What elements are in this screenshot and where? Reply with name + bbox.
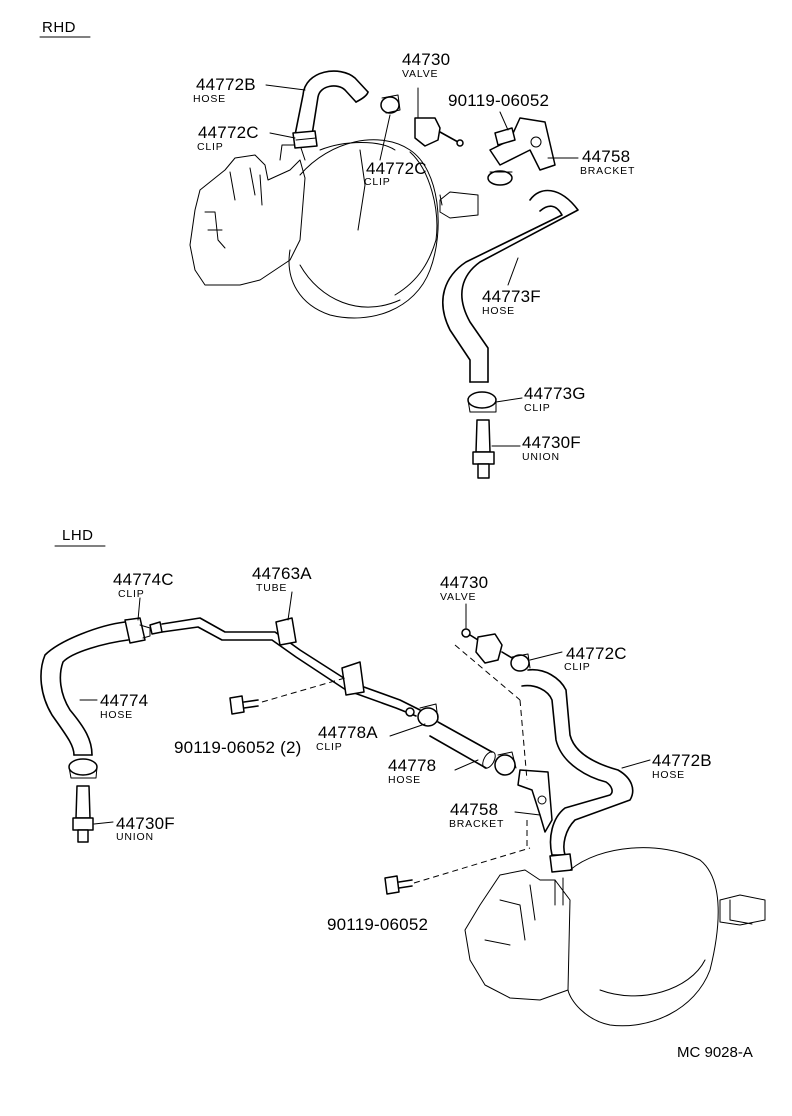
lhd-leader-lines: [79, 591, 651, 825]
lhd-valve-44730: [461, 628, 513, 664]
lhd-part-number-44778: 44778: [388, 756, 437, 775]
rhd-leader-lines: [265, 84, 579, 447]
lhd-part-name-44774: HOSE: [100, 709, 133, 721]
lhd-part-number-44758: 44758: [450, 800, 499, 819]
rhd-part-name-44758: BRACKET: [580, 165, 636, 177]
lhd-hose-44778: [429, 721, 496, 769]
rhd-part-number-44730: 44730: [402, 50, 451, 69]
lhd-bolt-upper: [229, 695, 259, 715]
lhd-hose-44772b: [521, 668, 634, 856]
rhd-part-number-44773g: 44773G: [524, 384, 586, 403]
rhd-part-name-44772c-lower: CLIP: [197, 141, 224, 153]
lhd-tube-44763a: [149, 617, 421, 717]
lhd-part-number-44772c: 44772C: [566, 644, 627, 663]
rhd-brake-booster-illustration: [189, 139, 479, 319]
lhd-part-number-44730: 44730: [440, 573, 489, 592]
rhd-part-name-44730: VALVE: [402, 68, 439, 80]
lhd-part-number-90119-06052-x2: 90119-06052 (2): [174, 739, 301, 756]
lhd-part-name-44778a: CLIP: [316, 741, 343, 753]
rhd-part-number-44758: 44758: [582, 147, 631, 166]
rhd-part-number-44730f: 44730F: [522, 433, 581, 452]
rhd-part-name-44730f: UNION: [522, 451, 560, 463]
rhd-clip-44772c-upper: [380, 94, 401, 114]
bolt-part-number: 90119-06052: [174, 738, 276, 757]
lhd-clip-44774c: [124, 617, 151, 644]
rhd-hose-44772b: [294, 70, 369, 136]
rhd-clip-44772c-lower: [292, 130, 318, 149]
lhd-part-number-44774c: 44774C: [113, 570, 174, 589]
lhd-dashed-guides: [261, 644, 531, 884]
rhd-part-name-44773g: CLIP: [524, 402, 551, 414]
lhd-part-number-44730f: 44730F: [116, 814, 175, 833]
lhd-part-name-44730f: UNION: [116, 831, 154, 843]
lhd-clip-44778a: [405, 703, 439, 727]
lhd-brake-booster-illustration: [464, 847, 766, 1027]
drawing-code: MC 9028-A: [677, 1044, 753, 1061]
lhd-part-name-44772c: CLIP: [564, 661, 591, 673]
rhd-hose-44773f: [442, 189, 579, 383]
rhd-valve-44730: [414, 107, 464, 147]
lhd-clip-booster: [549, 853, 573, 873]
section-label-lhd: LHD: [62, 527, 94, 544]
lhd-clip-44772c: [510, 653, 531, 672]
lhd-bolt-lower: [384, 875, 413, 895]
lhd-hose-44774: [40, 621, 129, 756]
lhd-part-number-44763a: 44763A: [252, 564, 312, 583]
rhd-clip-44773g: [467, 391, 497, 413]
lhd-part-name-44774c: CLIP: [118, 588, 145, 600]
rhd-part-number-90119-06052: 90119-06052: [448, 91, 550, 110]
lhd-bracket-44758: [517, 769, 553, 833]
lhd-part-name-44778: HOSE: [388, 774, 421, 786]
bolt-quantity: (2): [280, 738, 302, 757]
rhd-part-name-44772c-upper: CLIP: [364, 176, 391, 188]
lhd-part-number-44772b: 44772B: [652, 751, 712, 770]
lhd-clip-44778-end: [494, 751, 517, 776]
rhd-part-number-44772c-upper: 44772C: [366, 159, 427, 178]
lhd-part-number-44778a: 44778A: [318, 723, 378, 742]
lhd-part-name-44730: VALVE: [440, 591, 477, 603]
rhd-part-name-44773f: HOSE: [482, 305, 515, 317]
lhd-part-number-44774: 44774: [100, 691, 149, 710]
lhd-part-name-44772b: HOSE: [652, 769, 685, 781]
lhd-part-number-90119-06052: 90119-06052: [327, 915, 429, 934]
lhd-part-name-44763a: TUBE: [256, 582, 288, 594]
lhd-clip-44774-end: [68, 758, 98, 779]
rhd-part-number-44772c-lower: 44772C: [198, 123, 259, 142]
rhd-part-number-44773f: 44773F: [482, 287, 541, 306]
lhd-part-name-44758: BRACKET: [449, 818, 505, 830]
section-label-rhd: RHD: [42, 19, 76, 36]
rhd-part-name-44772b: HOSE: [193, 93, 226, 105]
lhd-union-44730f: [72, 785, 94, 843]
rhd-union-44730f: [472, 419, 495, 479]
rhd-bracket-44758: [487, 117, 556, 186]
rhd-part-number-44772b: 44772B: [196, 75, 256, 94]
